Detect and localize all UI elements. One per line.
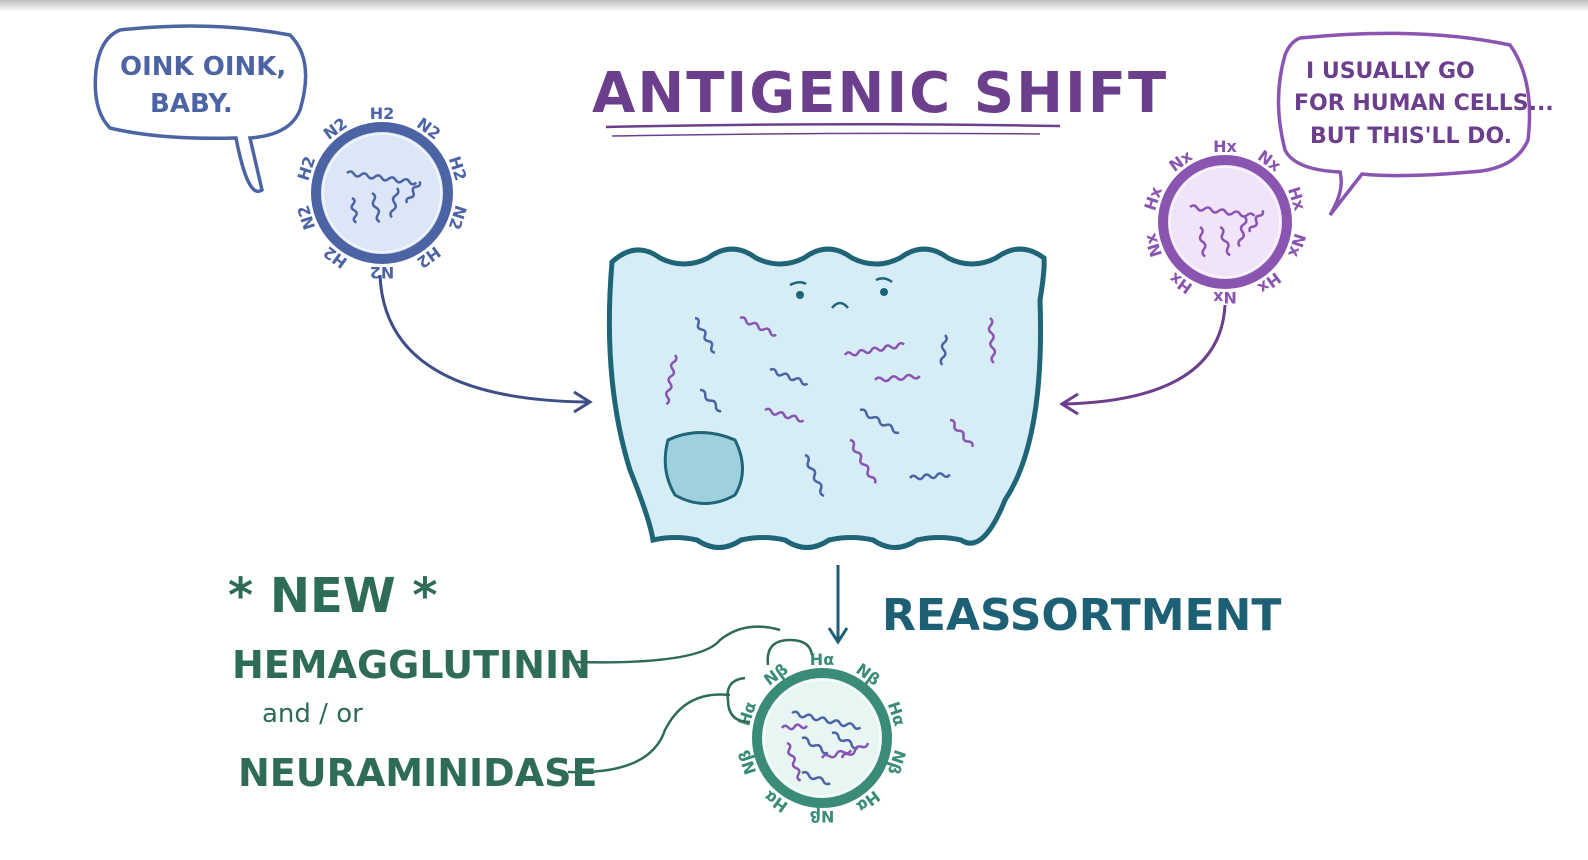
host-cell — [606, 246, 1047, 550]
neuraminidase-label: NEURAMINIDASE — [238, 751, 597, 795]
pig-speech-bubble: OINK OINK, BABY. — [93, 24, 308, 194]
cell-nucleus — [663, 431, 744, 505]
rna-strand — [874, 373, 921, 383]
rna-strand — [801, 770, 831, 786]
speech-line: BABY. — [150, 89, 233, 119]
rna-strand — [840, 742, 870, 759]
arrow-right-to-cell — [1063, 304, 1227, 406]
title: ANTIGENIC SHIFT — [592, 61, 1168, 126]
rna-strand — [1237, 216, 1248, 248]
hemagglutinin-spike: Hx — [1213, 137, 1237, 156]
rna-strand — [843, 341, 905, 357]
rna-strand — [405, 180, 422, 204]
virus-envelope-inner — [763, 679, 881, 797]
speech-line: OINK OINK, — [120, 52, 286, 82]
rna-strand — [859, 408, 900, 435]
title-underline — [605, 122, 1061, 129]
speech-line: BUT THIS'LL DO. — [1310, 124, 1512, 149]
arrow-head — [827, 627, 849, 645]
neuraminidase-spike: N2 — [370, 263, 395, 282]
rna-strand — [769, 367, 809, 386]
rna-strand — [804, 453, 825, 497]
rna-strand — [987, 317, 997, 364]
rna-strand — [801, 736, 829, 755]
rna-strand — [699, 388, 722, 413]
arrow-head — [573, 390, 593, 414]
arrow-head — [1059, 392, 1079, 416]
rna-strand — [371, 191, 381, 224]
andor-label: and / or — [262, 699, 363, 729]
rna-strand — [1248, 209, 1265, 233]
hemagglutinin-pointer — [575, 625, 814, 666]
neuraminidase-pointer — [567, 676, 751, 774]
rna-strand — [1219, 225, 1231, 257]
top-edge-shadow — [0, 0, 1588, 12]
neuraminidase-spike: Nβ — [810, 807, 835, 826]
hemagglutinin-spike: Hα — [810, 650, 834, 669]
cell-eye — [796, 291, 804, 299]
rna-strand — [346, 170, 418, 186]
rna-strand — [939, 334, 948, 366]
rna-strand — [694, 316, 716, 354]
rna-strand — [664, 354, 678, 406]
reassortment-label: REASSORTMENT — [882, 590, 1281, 641]
virus-envelope-inner — [1169, 166, 1281, 278]
rna-strand — [786, 741, 802, 782]
rna-strand — [1198, 225, 1207, 258]
cell-eye — [880, 288, 888, 296]
virus-envelope — [311, 122, 453, 264]
rna-strand — [908, 472, 951, 481]
virus-envelope-inner — [322, 133, 442, 253]
virus-envelope — [752, 668, 892, 808]
hemagglutinin-spike: H2 — [370, 104, 395, 123]
rna-strand — [780, 723, 808, 731]
rna-strand — [949, 418, 974, 448]
cell-face — [789, 277, 893, 309]
speech-line: FOR HUMAN CELLS... — [1294, 91, 1554, 116]
rna-strand — [764, 407, 805, 423]
rna-strand — [849, 438, 877, 484]
arrow-left-to-cell — [378, 274, 589, 404]
rna-strand — [389, 187, 400, 219]
rna-segments — [664, 316, 997, 497]
rna-strand — [739, 316, 777, 337]
rna-strand — [831, 731, 859, 750]
rna-strand — [1189, 204, 1256, 218]
title-underline-2 — [611, 132, 1041, 137]
hemagglutinin-label: HEMAGGLUTININ — [232, 643, 591, 687]
human-virus-speech-bubble: I USUALLY GO FOR HUMAN CELLS... BUT THIS… — [1276, 31, 1554, 217]
rna-strand — [350, 196, 358, 224]
neuraminidase-spike: Nx — [1212, 288, 1236, 307]
virus-envelope — [1158, 155, 1292, 289]
new-label: * NEW * — [228, 568, 438, 624]
rna-strand — [791, 710, 862, 731]
speech-line: I USUALLY GO — [1306, 59, 1475, 84]
